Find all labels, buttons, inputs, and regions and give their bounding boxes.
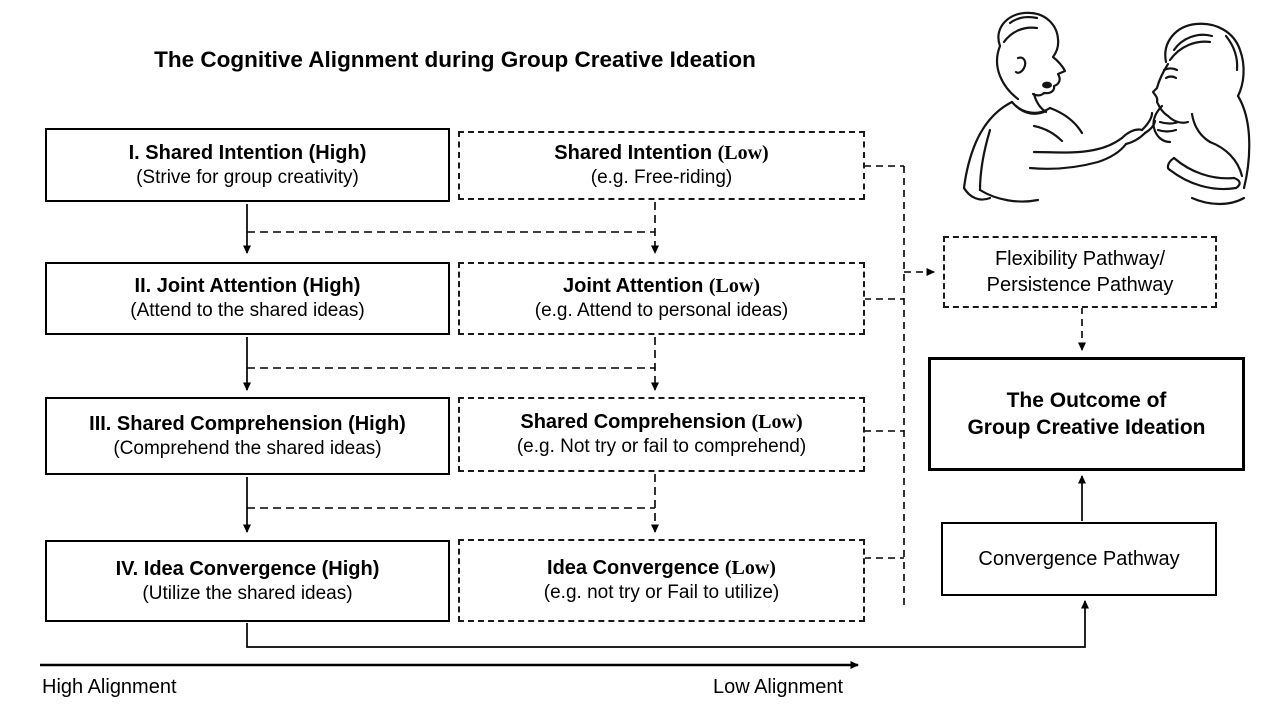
low-label: (Low): [724, 557, 776, 580]
box-shared-comprehension-low: Shared Comprehension (Low) (e.g. Not try…: [458, 397, 865, 472]
pathway-line: Flexibility Pathway/: [994, 248, 1166, 270]
box-subtitle: (Attend to the shared ideas): [130, 300, 365, 322]
low-label: (Low): [751, 411, 803, 434]
diagram-title: The Cognitive Alignment during Group Cre…: [154, 47, 756, 72]
box-title: I. Shared Intention (High): [128, 141, 367, 164]
box-shared-intention-high: I. Shared Intention (High) (Strive for g…: [45, 128, 450, 202]
box-title: Joint Attention (Low): [563, 273, 760, 299]
box-subtitle: (Utilize the shared ideas): [142, 582, 353, 604]
box-shared-comprehension-high: III. Shared Comprehension (High) (Compre…: [45, 397, 450, 475]
low-label: (Low): [708, 275, 760, 298]
pathway-line: Persistence Pathway: [986, 274, 1174, 296]
box-subtitle: (e.g. Not try or fail to comprehend): [516, 436, 807, 458]
box-title-text: Idea Convergence: [547, 557, 725, 580]
box-shared-intention-low: Shared Intention (Low) (e.g. Free-riding…: [458, 131, 865, 200]
box-flexibility-persistence-pathway: Flexibility Pathway/ Persistence Pathway: [943, 236, 1217, 308]
box-title: Idea Convergence (Low): [547, 555, 776, 581]
box-joint-attention-low: Joint Attention (Low) (e.g. Attend to pe…: [458, 262, 865, 335]
arrow-IV-to-convergence: [246, 600, 1089, 648]
box-title: III. Shared Comprehension (High): [89, 412, 406, 435]
box-title-text: Shared Intention: [554, 142, 718, 165]
box-outcome: The Outcome of Group Creative Ideation: [928, 357, 1245, 471]
axis-label-high-alignment: High Alignment: [42, 676, 177, 698]
box-idea-convergence-high: IV. Idea Convergence (High) (Utilize the…: [45, 540, 450, 622]
low-label: (Low): [717, 142, 769, 165]
box-subtitle: (e.g. Free-riding): [590, 167, 733, 189]
box-subtitle: (e.g. Attend to personal ideas): [534, 300, 789, 322]
box-subtitle: (e.g. not try or Fail to utilize): [543, 582, 780, 604]
box-title: Shared Intention (Low): [554, 140, 768, 166]
axis-label-low-alignment: Low Alignment: [712, 676, 844, 698]
box-subtitle: (Comprehend the shared ideas): [113, 437, 382, 459]
box-joint-attention-high: II. Joint Attention (High) (Attend to th…: [45, 262, 450, 335]
outcome-line: Group Creative Ideation: [967, 416, 1206, 439]
outcome-line: The Outcome of: [1006, 388, 1167, 412]
box-title: IV. Idea Convergence (High): [115, 557, 380, 580]
box-title: II. Joint Attention (High): [134, 275, 361, 298]
pathway-line: Convergence Pathway: [978, 548, 1180, 570]
box-idea-convergence-low: Idea Convergence (Low) (e.g. not try or …: [458, 539, 865, 622]
box-subtitle: (Strive for group creativity): [136, 166, 359, 188]
two-people-talking-illustration: [962, 11, 1251, 206]
box-title-text: Joint Attention: [562, 275, 709, 298]
box-convergence-pathway: Convergence Pathway: [941, 522, 1217, 596]
box-title-text: Shared Comprehension: [520, 411, 752, 434]
box-title: Shared Comprehension (Low): [520, 409, 802, 435]
